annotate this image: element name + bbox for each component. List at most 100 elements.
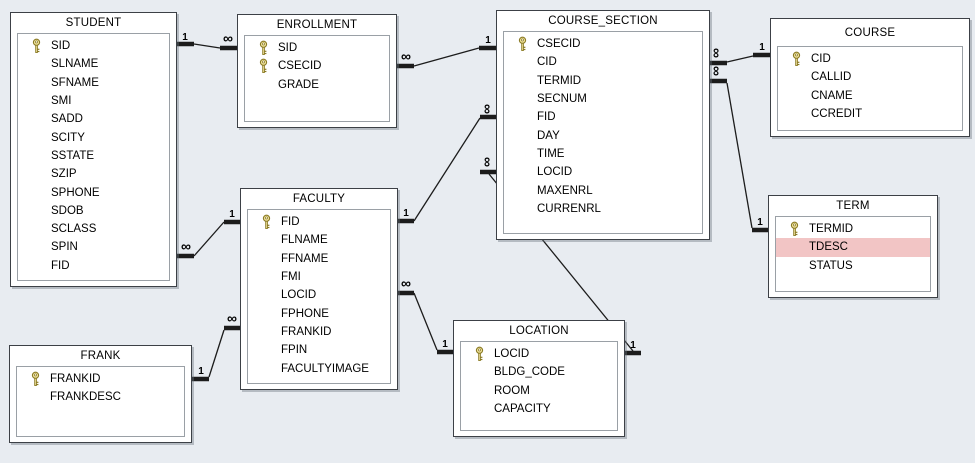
cardinality-many-label: ∞ [709,66,725,76]
field-label: MAXENRL [537,184,593,197]
field-row-sid[interactable]: SID [245,39,389,57]
cardinality-many-label: ∞ [709,48,725,58]
table-title[interactable]: FACULTY [241,189,397,209]
field-row-sphone[interactable]: SPHONE [18,183,169,201]
field-row-time[interactable]: TIME [504,145,702,163]
relationship-student-enrollment[interactable]: 1∞ [177,30,237,51]
field-label: TERMID [809,223,854,236]
join-line[interactable] [726,55,754,63]
field-row-tdesc[interactable]: TDESC [776,238,930,257]
field-row-sid[interactable]: SID [18,37,169,55]
table-title[interactable]: FRANK [10,346,191,366]
field-row-fpin[interactable]: FPIN [248,341,390,359]
field-label: SCITY [51,131,85,144]
cardinality-one-label: 1 [403,208,409,219]
table-title-label: FRANK [80,350,121,362]
field-row-ffname[interactable]: FFNAME [248,250,390,268]
field-row-sstate[interactable]: SSTATE [18,147,169,165]
cardinality-one-label: 1 [757,217,763,228]
relationship-location-faculty[interactable]: ∞1 [398,275,453,355]
field-row-sfname[interactable]: SFNAME [18,74,169,92]
field-row-day[interactable]: DAY [504,126,702,144]
field-row-fid[interactable]: FID [248,213,390,231]
field-row-currenrl[interactable]: CURRENRL [504,200,702,218]
field-row-status[interactable]: STATUS [776,257,930,275]
field-row-room[interactable]: ROOM [461,382,617,400]
field-row-frankdesc[interactable]: FRANKDESC [17,388,184,406]
field-row-slname[interactable]: SLNAME [18,55,169,73]
field-row-flname[interactable]: FLNAME [248,231,390,249]
table-title[interactable]: STUDENT [11,13,176,33]
relationship-course-course_section[interactable]: ∞1 [709,42,770,66]
field-row-fid[interactable]: FID [18,257,169,275]
join-line[interactable] [193,221,225,257]
field-row-fmi[interactable]: FMI [248,268,390,286]
field-row-ccredit[interactable]: CCREDIT [778,105,962,123]
field-label: FFNAME [281,252,329,265]
field-label: SFNAME [51,76,99,89]
field-row-frankid[interactable]: FRANKID [17,370,184,388]
field-row-locid[interactable]: LOCID [248,286,390,304]
table-title[interactable]: ENROLLMENT [238,15,396,35]
field-row-scity[interactable]: SCITY [18,128,169,146]
field-row-csecid[interactable]: CSECID [245,57,389,75]
table-title[interactable]: LOCATION [454,321,624,341]
field-row-sclass[interactable]: SCLASS [18,220,169,238]
field-label: LOCID [281,289,317,302]
field-row-cname[interactable]: CNAME [778,87,962,105]
relationship-enrollment-course_section[interactable]: ∞1 [397,35,496,69]
field-row-secnum[interactable]: SECNUM [504,90,702,108]
join-line[interactable] [726,82,753,229]
field-row-csecid[interactable]: CSECID [504,35,702,53]
table-title[interactable]: COURSE_SECTION [497,11,709,31]
field-row-sdob[interactable]: SDOB [18,202,169,220]
field-row-frankid[interactable]: FRANKID [248,323,390,341]
field-row-maxenrl[interactable]: MAXENRL [504,181,702,199]
table-title[interactable]: TERM [769,196,937,216]
relationship-frank-faculty[interactable]: 1∞ [192,310,240,382]
field-row-callid[interactable]: CALLID [778,68,962,86]
field-row-capacity[interactable]: CAPACITY [461,400,617,418]
field-row-cid[interactable]: CID [504,53,702,71]
join-line[interactable] [193,43,221,49]
relationship-faculty-student[interactable]: ∞1 [177,209,240,259]
field-row-fid[interactable]: FID [504,108,702,126]
cardinality-one-label: 1 [198,366,204,377]
field-label: FRANKID [281,325,332,338]
field-row-spin[interactable]: SPIN [18,238,169,256]
field-row-locid[interactable]: LOCID [461,345,617,363]
field-row-bldg_code[interactable]: BLDG_CODE [461,363,617,381]
table-title[interactable]: COURSE [771,19,969,46]
field-row-termid[interactable]: TERMID [776,220,930,238]
field-row-facultyimage[interactable]: FACULTYIMAGE [248,359,390,377]
relationship-faculty-course_section[interactable]: 1∞ [398,104,496,224]
field-row-smi[interactable]: SMI [18,92,169,110]
join-line[interactable] [208,329,225,378]
field-row-cid[interactable]: CID [778,50,962,68]
field-row-sadd[interactable]: SADD [18,110,169,128]
join-line[interactable] [413,292,438,351]
primary-key-icon [475,346,484,362]
field-label: CALLID [811,71,852,84]
field-row-szip[interactable]: SZIP [18,165,169,183]
join-line[interactable] [413,47,480,67]
field-row-locid[interactable]: LOCID [504,163,702,181]
join-line[interactable] [413,117,481,222]
field-label: CURRENRL [537,202,601,215]
field-row-fphone[interactable]: FPHONE [248,304,390,322]
relationship-term-course_section[interactable]: ∞1 [709,66,768,233]
field-label: CAPACITY [494,403,551,416]
field-row-grade[interactable]: GRADE [245,76,389,94]
field-row-termid[interactable]: TERMID [504,72,702,90]
